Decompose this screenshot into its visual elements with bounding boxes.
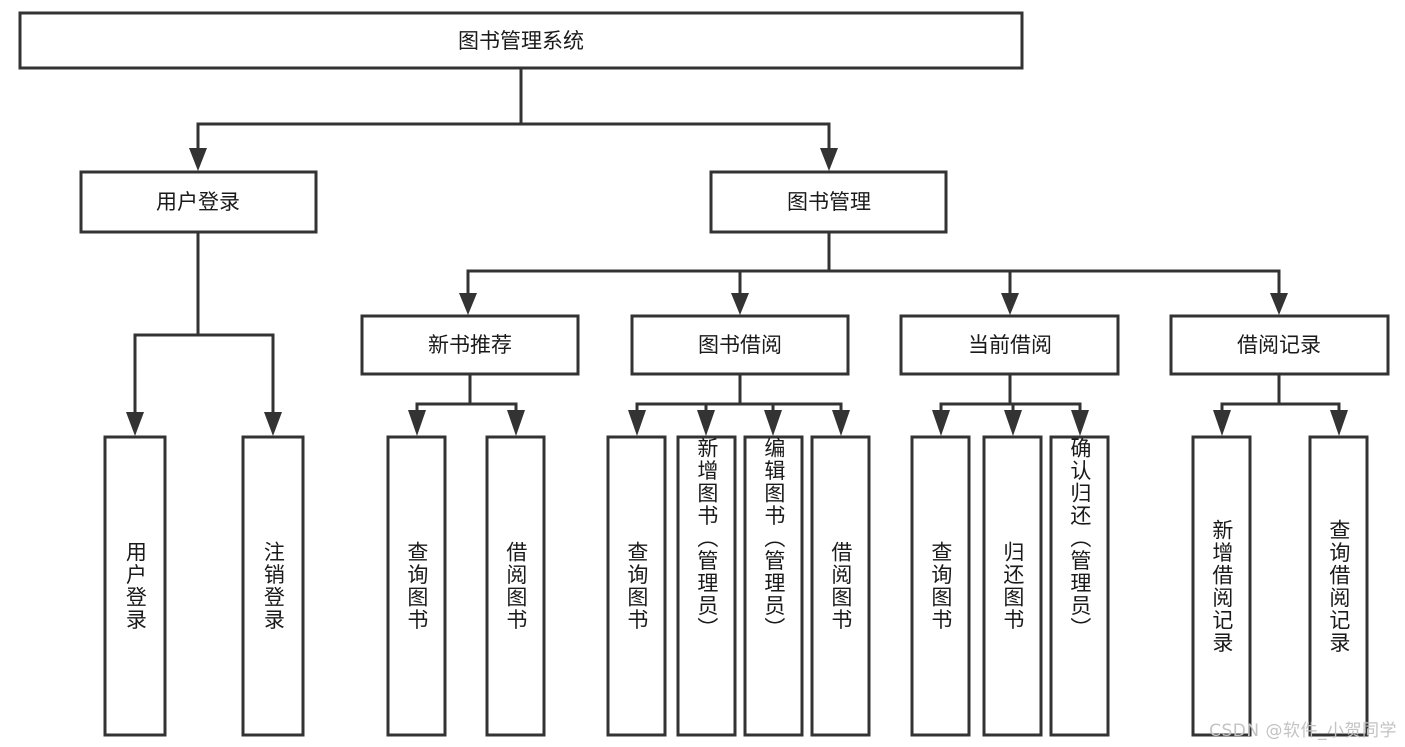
- connector-group-current-borrow: [932, 372, 1089, 436]
- arrow-icon-user-login-child-1: [126, 412, 144, 436]
- connector-group-new-book-rec: [408, 372, 525, 436]
- connector-group-book-borrow: [628, 372, 850, 436]
- node-new-book-recommend-box[interactable]: [360, 314, 580, 376]
- node-book-borrow[interactable]: 图书借阅: [630, 314, 850, 376]
- arrow-icon-book-borrow-child-2: [697, 410, 715, 436]
- arrow-icon-current-borrow-child-2: [1004, 410, 1022, 436]
- arrow-icon-root-to-user-login: [189, 148, 207, 171]
- node-user-login-label: 用户登录: [156, 190, 240, 214]
- arrow-icon-borrow-record-child-1: [1213, 410, 1231, 436]
- arrow-icon-book-mgmt-child-1: [459, 293, 477, 315]
- node-root-system-label: 图书管理系统: [458, 29, 584, 53]
- node-borrow-record-label: 借阅记录: [1237, 333, 1321, 357]
- arrow-icon-root-to-book-mgmt: [820, 148, 838, 171]
- node-current-borrow-box[interactable]: [899, 314, 1120, 376]
- arrow-icon-borrow-record-child-2: [1330, 410, 1348, 436]
- leaf-box-query-book-current[interactable]: [910, 435, 971, 737]
- node-user-login[interactable]: 用户登录: [79, 170, 318, 234]
- node-new-book-recommend-label: 新书推荐: [428, 333, 512, 357]
- connector-group-user-login: [126, 230, 282, 436]
- node-user-login-box[interactable]: [79, 170, 318, 234]
- arrow-icon-book-borrow-child-3: [764, 410, 782, 436]
- leaf-box-query-book-rec[interactable]: [386, 435, 447, 737]
- arrow-icon-book-mgmt-child-4: [1270, 293, 1288, 315]
- leaf-box-return-book[interactable]: [982, 435, 1043, 737]
- node-book-management-label: 图书管理: [787, 190, 871, 214]
- node-book-management[interactable]: 图书管理: [709, 170, 948, 234]
- leaf-box-query-borrow-record[interactable]: [1308, 435, 1369, 737]
- leaf-box-add-book-admin[interactable]: [676, 435, 737, 737]
- node-borrow-record[interactable]: 借阅记录: [1169, 314, 1390, 376]
- connector-group-book-mgmt: [459, 230, 1288, 315]
- leaf-box-logout[interactable]: [241, 435, 305, 737]
- node-book-borrow-label: 图书借阅: [698, 333, 782, 357]
- arrow-icon-new-book-rec-child-2: [507, 410, 525, 436]
- leaf-box-confirm-return-admin[interactable]: [1049, 435, 1110, 737]
- arrow-icon-book-borrow-child-4: [832, 410, 850, 436]
- arrow-icon-book-mgmt-child-2: [731, 293, 749, 315]
- arrow-icon-book-borrow-child-1: [628, 410, 646, 436]
- connector-group-root: [189, 66, 838, 171]
- arrow-icon-user-login-child-2: [264, 412, 282, 436]
- leaf-box-borrow-book-rec[interactable]: [485, 435, 546, 737]
- arrow-icon-current-borrow-child-1: [932, 410, 950, 436]
- node-current-borrow-label: 当前借阅: [968, 333, 1052, 357]
- node-current-borrow[interactable]: 当前借阅: [899, 314, 1120, 376]
- arrow-icon-current-borrow-child-3: [1071, 410, 1089, 436]
- arrow-icon-new-book-rec-child-1: [408, 410, 426, 436]
- node-book-management-box[interactable]: [709, 170, 948, 234]
- leaf-box-query-book-borrow[interactable]: [606, 435, 667, 737]
- node-borrow-record-box[interactable]: [1169, 314, 1390, 376]
- connector-group-borrow-record: [1213, 372, 1348, 436]
- leaf-box-edit-book-admin[interactable]: [743, 435, 804, 737]
- leaf-box-borrow-book[interactable]: [810, 435, 871, 737]
- node-book-borrow-box[interactable]: [630, 314, 850, 376]
- node-root-system[interactable]: 图书管理系统: [18, 11, 1024, 70]
- node-root-system-box[interactable]: [18, 11, 1024, 70]
- leaf-box-add-borrow-record[interactable]: [1191, 435, 1252, 737]
- arrow-icon-book-mgmt-child-3: [1001, 293, 1019, 315]
- node-new-book-recommend[interactable]: 新书推荐: [360, 314, 580, 376]
- leaf-box-user-login[interactable]: [103, 435, 167, 737]
